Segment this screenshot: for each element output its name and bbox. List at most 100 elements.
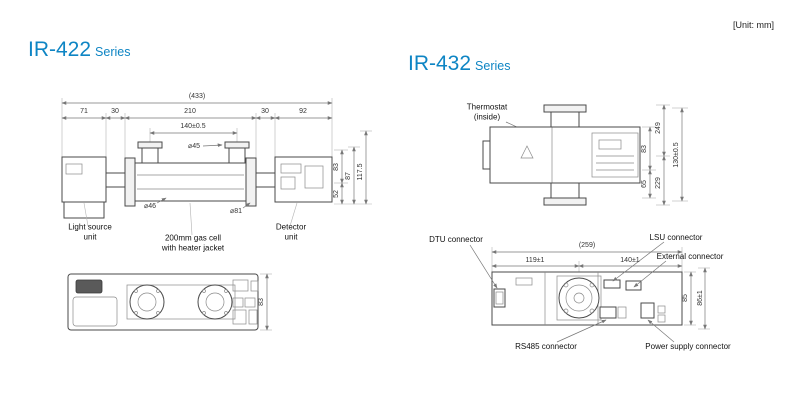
ir422-series-name: IR-422	[28, 38, 92, 61]
label-detector-unit: Detector unit	[275, 222, 307, 242]
leader-light-source-label	[83, 202, 89, 227]
bolt-hole	[589, 282, 595, 288]
leader-gas-cell-label	[189, 202, 193, 236]
label-lsu-connector: LSU connector	[649, 232, 703, 242]
detector-box-detail	[598, 139, 622, 150]
dim-ir422-30-right: 30	[261, 108, 269, 116]
pipe-flange-top	[543, 104, 587, 113]
front-flange-right-outer	[197, 284, 233, 320]
small-connector	[657, 305, 666, 314]
pipe-flange-bottom	[543, 197, 587, 206]
dim-ir432-total: (259)	[578, 242, 596, 250]
gas-port-cap-right	[224, 141, 250, 149]
detector-box	[591, 132, 639, 178]
label-light-source-unit: Light source unit	[68, 222, 112, 242]
leader-detector-label	[289, 202, 298, 227]
bolt-hole	[563, 282, 569, 288]
dim-ir432-65: 65	[641, 180, 649, 188]
front-cell-band	[126, 284, 236, 320]
dim-ir422-h52: 52	[333, 190, 341, 198]
bolt-hole	[202, 289, 206, 293]
light-source-terminal-box	[63, 201, 105, 219]
connector-detail	[244, 297, 256, 308]
bolt-hole	[224, 311, 228, 315]
dim-ir422-h117: 117.5	[357, 163, 365, 181]
leader-power	[647, 319, 675, 343]
leader-external	[633, 260, 667, 288]
leader-cell-dia	[156, 197, 167, 204]
dtu-connector	[493, 288, 506, 308]
dim-ir422-port-pitch: 140±0.5	[180, 123, 206, 131]
dim-ir432-140: 140±1	[620, 257, 640, 265]
dim-ir422-total: (433)	[188, 93, 206, 101]
ir432-series-suffix: Series	[475, 59, 511, 73]
dim-ir422-port-dia: ⌀45	[187, 143, 201, 151]
ir432-top-view	[469, 241, 710, 343]
bolt-hole	[156, 289, 160, 293]
ir422-top-view	[61, 98, 372, 236]
bolt-hole	[224, 289, 228, 293]
dim-ir432-pipe-pitch: 130±0.5	[673, 142, 681, 168]
small-connector	[657, 314, 666, 323]
leader-lsu	[612, 241, 665, 282]
dim-ir422-front-h83: 83	[258, 298, 266, 306]
right-neck	[255, 172, 276, 188]
light-source-detail	[65, 163, 83, 175]
rs485-connector	[599, 306, 617, 319]
rs485-connector-detail	[617, 306, 627, 319]
power-supply-connector	[640, 302, 655, 319]
gas-port-stem-left	[141, 147, 159, 164]
connector-detail	[232, 309, 247, 325]
detector-detail	[304, 165, 324, 189]
left-protrusion	[482, 140, 491, 170]
bolt-hole	[589, 308, 595, 314]
cell-flange-left	[124, 157, 136, 207]
connector-detail	[232, 279, 249, 292]
bolt-hole	[563, 308, 569, 314]
flange-plate	[556, 275, 602, 321]
gas-port-cap-left	[137, 141, 163, 149]
dim-ir422-flange-dia: ⌀81	[229, 208, 243, 216]
dim-ir422-71: 71	[80, 108, 88, 116]
leader-port-dia	[202, 143, 223, 148]
ir432-series-name: IR-432	[408, 52, 472, 75]
small-connector	[515, 277, 533, 286]
dim-ir432-83: 83	[641, 145, 649, 153]
external-connector	[625, 280, 642, 291]
front-flange-right-inner	[205, 292, 225, 312]
leader-rs485	[556, 319, 607, 343]
detector-detail	[280, 163, 302, 174]
front-flange-left-outer	[129, 284, 165, 320]
pipe-stub-top	[550, 111, 580, 128]
front-flange-left-inner	[137, 292, 157, 312]
ir422-series-suffix: Series	[95, 45, 131, 59]
leader-dtu	[469, 244, 498, 289]
leader-flange-dia	[242, 202, 251, 209]
lsu-connector	[603, 279, 621, 289]
warning-triangle-icon	[520, 145, 534, 159]
bolt-hole	[134, 289, 138, 293]
bolt-hole	[134, 311, 138, 315]
pipe-flange-mid	[565, 284, 593, 312]
dtu-connector-detail	[495, 291, 504, 305]
front-panel-outline	[72, 296, 118, 327]
dim-ir432-85: 85	[682, 294, 690, 302]
dim-ir422-cell-dia: ⌀46	[143, 203, 157, 211]
connector-detail	[232, 297, 244, 308]
analyzer-body	[489, 126, 641, 184]
gas-port-stem-right	[228, 147, 246, 164]
detector-unit-body	[274, 156, 333, 203]
label-thermostat: Thermostat (inside)	[466, 102, 508, 122]
dim-ir432-229: 229	[655, 177, 663, 189]
label-external-connector: External connector	[656, 251, 724, 261]
dim-ir422-92: 92	[299, 108, 307, 116]
ir422-front-view	[67, 273, 272, 331]
dim-ir432-86: 86±1	[697, 290, 705, 306]
pipe-bore	[573, 292, 585, 304]
bolt-hole	[156, 311, 160, 315]
pipe-stub-bottom	[550, 182, 580, 199]
